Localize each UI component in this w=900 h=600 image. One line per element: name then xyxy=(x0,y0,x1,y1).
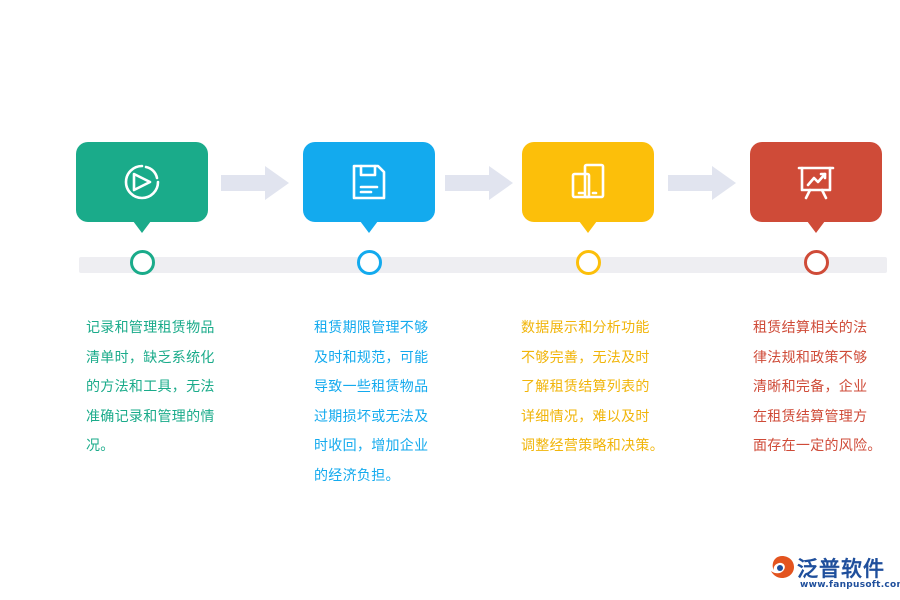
step-2-line-1: 租赁期限管理不够 xyxy=(314,320,429,336)
step-1-line-4: 准确记录和管理的情 xyxy=(86,408,215,425)
step-2-description: 租赁期限管理不够 及时和规范，可能 导致一些租赁物品 过期损坏或无法及 时收回，… xyxy=(314,314,428,491)
step-4-line-5: 面存在一定的风险。 xyxy=(753,438,882,454)
step-4-line-1: 租赁结算相关的法 xyxy=(753,320,868,336)
step-3-line-5: 调整经营策略和决策。 xyxy=(521,438,664,454)
brand-url: www.fanpusoft.com xyxy=(800,580,900,590)
step-1-line-2: 清单时，缺乏系统化 xyxy=(86,349,215,366)
step-4-line-4: 在租赁结算管理方 xyxy=(753,408,868,425)
step-2-icon-card xyxy=(303,142,435,233)
step-3-line-3: 了解租赁结算列表的 xyxy=(521,379,650,395)
step-4-line-2: 律法规和政策不够 xyxy=(753,349,868,366)
step-1-line-1: 记录和管理租赁物品 xyxy=(86,320,215,336)
arrow-right-icon xyxy=(445,166,513,200)
pie-chart-icon xyxy=(124,164,160,200)
step-1-node xyxy=(130,250,155,275)
step-3-description: 数据展示和分析功能 不够完善，无法及时 了解租赁结算列表的 详细情况，难以及时 … xyxy=(521,314,664,462)
floppy-disk-icon xyxy=(352,164,386,200)
brand-logo: 泛普软件 www.fanpusoft.com xyxy=(768,553,900,593)
step-3-icon-card xyxy=(522,142,654,233)
step-4-line-3: 清晰和完备，企业 xyxy=(753,379,868,395)
step-4-icon-card xyxy=(750,142,882,233)
step-2-line-6: 的经济负担。 xyxy=(314,467,400,484)
fanpu-logo-icon xyxy=(771,556,794,578)
step-1-line-5: 况。 xyxy=(86,438,115,454)
step-2-node xyxy=(357,250,382,275)
step-1-line-3: 的方法和工具，无法 xyxy=(86,379,215,395)
timeline-track xyxy=(79,257,887,273)
step-2-line-2: 及时和规范，可能 xyxy=(314,349,429,366)
step-2-line-3: 导致一些租赁物品 xyxy=(314,379,429,395)
step-2-line-4: 过期损坏或无法及 xyxy=(314,408,429,425)
step-1-description: 记录和管理租赁物品 清单时，缺乏系统化 的方法和工具，无法 准确记录和管理的情 … xyxy=(86,314,215,462)
step-3-line-2: 不够完善，无法及时 xyxy=(521,349,650,366)
step-2-line-5: 时收回，增加企业 xyxy=(314,438,429,454)
presentation-chart-icon xyxy=(797,166,835,200)
step-4-description: 租赁结算相关的法 律法规和政策不够 清晰和完备，企业 在租赁结算管理方 面存在一… xyxy=(753,314,882,462)
step-3-node xyxy=(576,250,601,275)
tablet-icon xyxy=(571,163,605,199)
brand-name: 泛普软件 xyxy=(797,557,885,581)
step-3-line-1: 数据展示和分析功能 xyxy=(521,320,650,336)
step-4-node xyxy=(804,250,829,275)
step-1-icon-card xyxy=(76,142,208,233)
arrow-right-icon xyxy=(668,166,736,200)
step-3-line-4: 详细情况，难以及时 xyxy=(521,408,650,425)
arrow-right-icon xyxy=(221,166,289,200)
